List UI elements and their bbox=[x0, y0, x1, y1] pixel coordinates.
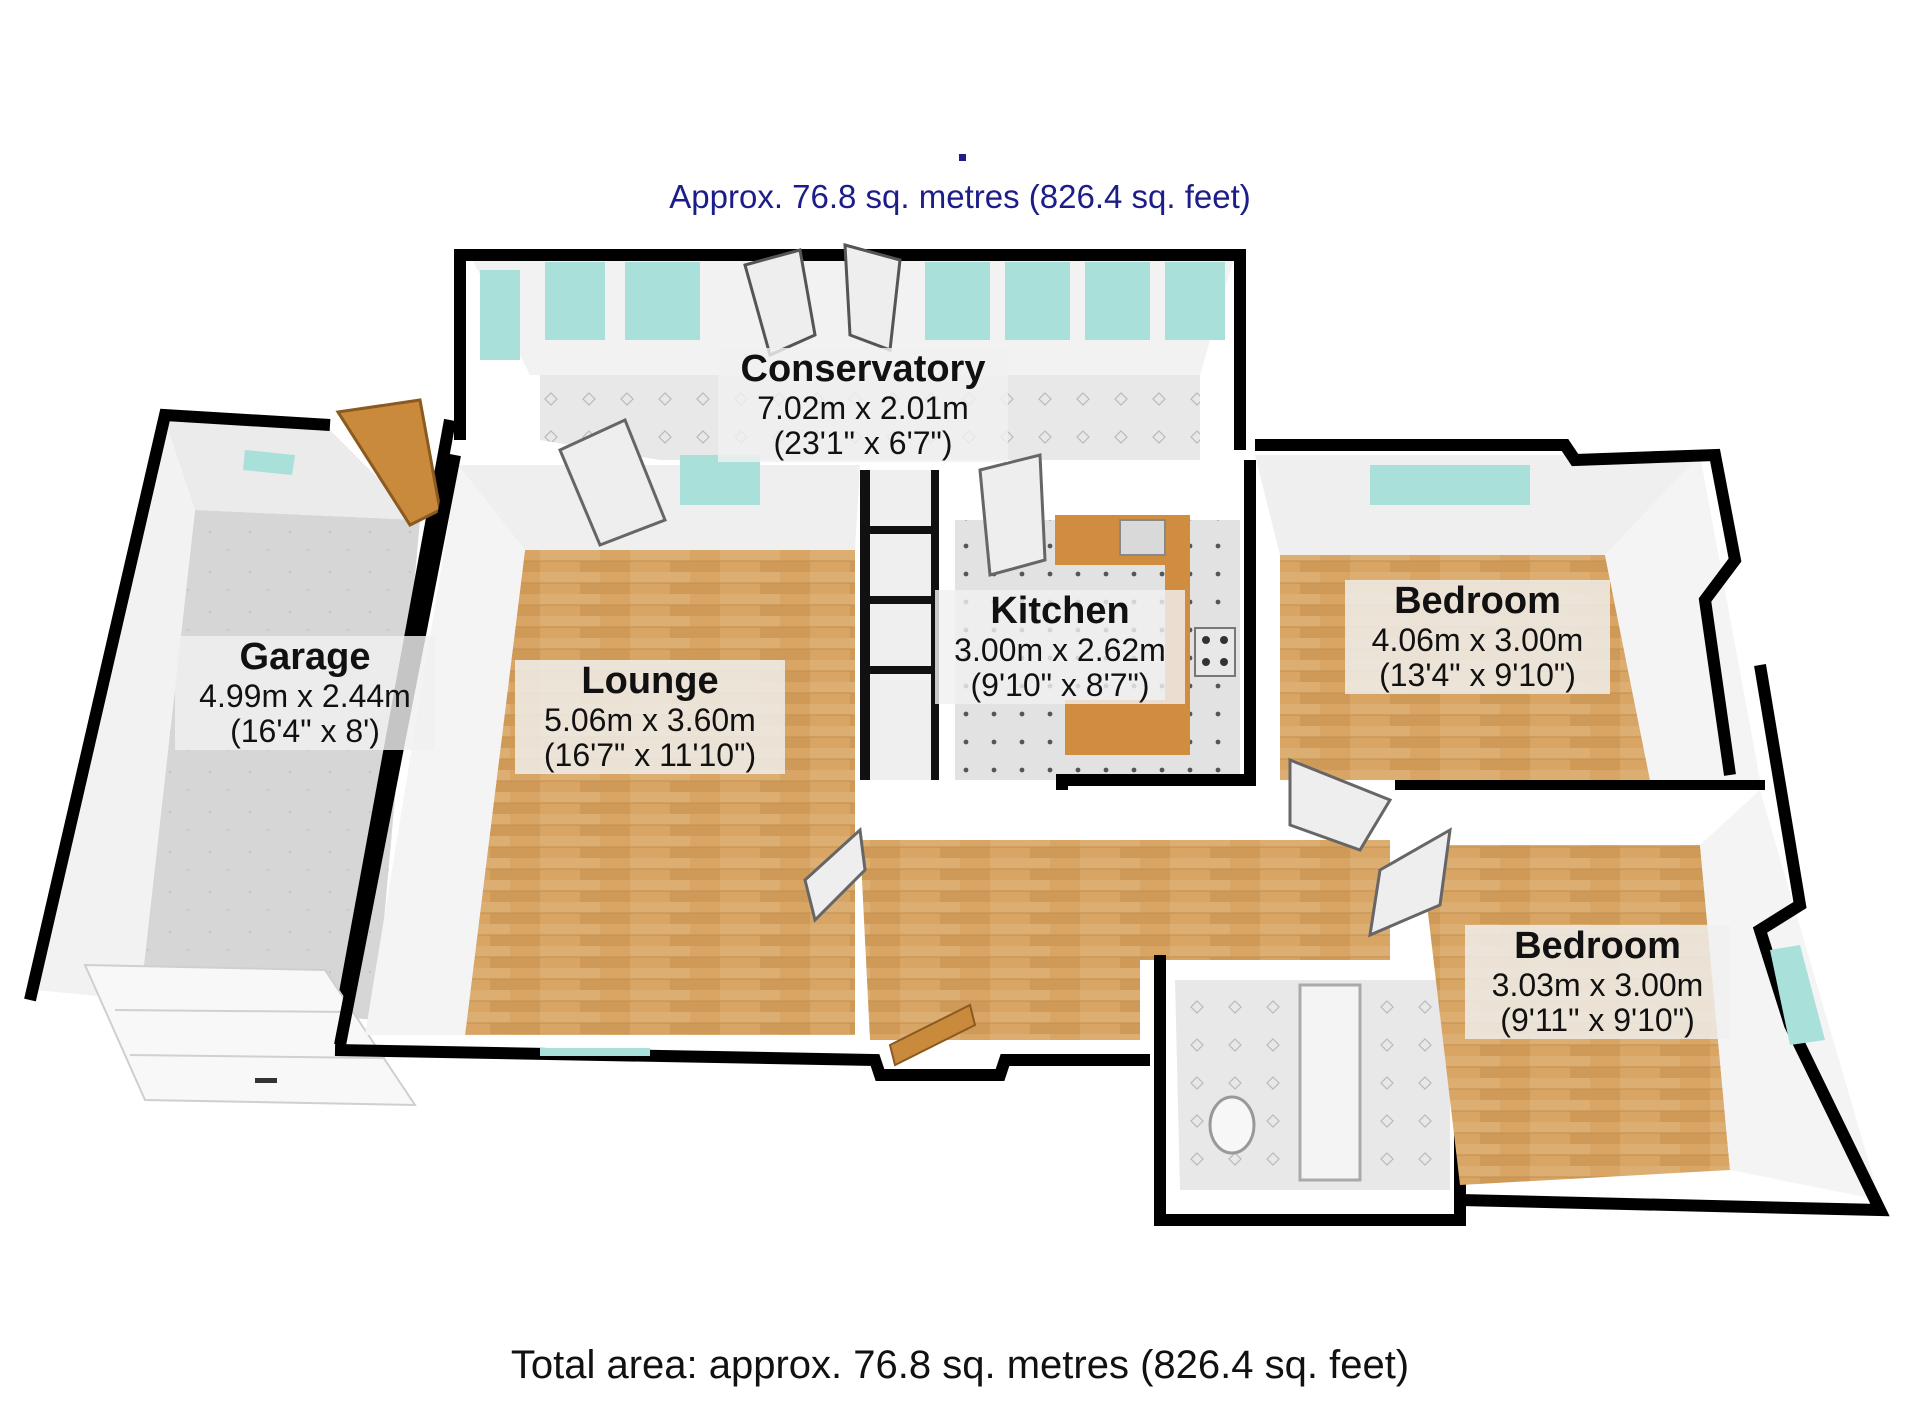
bath-icon bbox=[1298, 983, 1362, 1182]
room-name: Kitchen bbox=[990, 590, 1130, 632]
hallway-floor bbox=[860, 840, 1390, 1040]
room-dimensions-imperial: (23'1" x 6'7") bbox=[773, 425, 953, 462]
room-label-bedroom-1: Bedroom 4.06m x 3.00m (13'4" x 9'10") bbox=[1345, 580, 1610, 695]
room-label-kitchen: Kitchen 3.00m x 2.62m (9'10" x 8'7") bbox=[935, 590, 1185, 705]
lounge-wall-left bbox=[365, 465, 525, 1035]
lounge-door-icon bbox=[558, 417, 667, 547]
bathroom-area bbox=[1154, 955, 1466, 1226]
room-dimensions-imperial: (9'11" x 9'10") bbox=[1500, 1002, 1695, 1039]
room-dimensions-imperial: (9'10" x 8'7") bbox=[970, 667, 1150, 704]
room-label-garage: Garage 4.99m x 2.44m (16'4" x 8') bbox=[175, 636, 435, 751]
room-dimensions-metric: 4.99m x 2.44m bbox=[199, 677, 411, 714]
room-dimensions-metric: 3.03m x 3.00m bbox=[1491, 966, 1704, 1003]
room-label-conservatory: Conservatory 7.02m x 2.01m (23'1" x 6'7"… bbox=[718, 348, 1008, 463]
storage-cupboards bbox=[860, 470, 939, 780]
kitchen-wall-outline bbox=[1056, 460, 1256, 790]
header-area-text: Approx. 76.8 sq. metres (826.4 sq. feet) bbox=[669, 178, 1251, 215]
bedroom-1-door-icon bbox=[1288, 757, 1393, 852]
room-label-bedroom-2: Bedroom 3.03m x 3.00m (9'11" x 9'10") bbox=[1465, 925, 1730, 1040]
lounge-floor bbox=[465, 550, 855, 1035]
front-wall-outline bbox=[334, 1044, 1150, 1081]
garage-wall-outline bbox=[24, 408, 331, 1002]
room-name: Bedroom bbox=[1394, 580, 1561, 622]
footer-total-area: Total area: approx. 76.8 sq. metres (826… bbox=[510, 1343, 1410, 1387]
french-doors-icon bbox=[743, 243, 902, 358]
bedroom-1-outline bbox=[1255, 439, 1742, 776]
bedroom-2-door-icon bbox=[1368, 827, 1452, 938]
room-label-lounge: Lounge 5.06m x 3.60m (16'7" x 11'10") bbox=[515, 660, 785, 775]
room-name: Conservatory bbox=[740, 348, 986, 390]
room-name: Garage bbox=[239, 636, 371, 678]
room-name: Lounge bbox=[581, 660, 719, 702]
kitchen-door-icon bbox=[978, 453, 1047, 577]
garage-door-icon bbox=[83, 963, 417, 1107]
room-dimensions-imperial: (13'4" x 9'10") bbox=[1379, 657, 1576, 694]
entrance-door-icon bbox=[888, 1003, 977, 1067]
kitchen-sink-icon bbox=[1119, 519, 1166, 556]
toilet-icon bbox=[1208, 1095, 1256, 1155]
bedroom-2-outline bbox=[1459, 664, 1890, 1217]
room-dimensions-metric: 4.06m x 3.00m bbox=[1371, 621, 1584, 658]
room-dimensions-imperial: (16'4" x 8') bbox=[230, 713, 380, 750]
lounge-window bbox=[680, 455, 760, 505]
garage-wall-left bbox=[35, 420, 195, 1000]
room-name: Bedroom bbox=[1514, 925, 1681, 967]
hob-icon bbox=[1194, 627, 1236, 677]
room-dimensions-metric: 3.00m x 2.62m bbox=[954, 631, 1166, 668]
bedroom-2-window bbox=[1770, 945, 1825, 1045]
room-dimensions-imperial: (16'7" x 11'10") bbox=[543, 737, 757, 774]
hallway-area bbox=[334, 826, 1390, 1081]
room-dimensions-metric: 7.02m x 2.01m bbox=[757, 389, 969, 426]
hall-door-icon bbox=[803, 826, 867, 923]
kitchen-worktop bbox=[1055, 515, 1190, 755]
room-dimensions-metric: 5.06m x 3.60m bbox=[544, 701, 756, 738]
conservatory-windows bbox=[480, 262, 1225, 360]
header-dot-marker bbox=[959, 154, 966, 161]
bedroom-1-window bbox=[1370, 465, 1530, 505]
front-window bbox=[540, 1048, 650, 1056]
garage-window bbox=[243, 450, 295, 475]
